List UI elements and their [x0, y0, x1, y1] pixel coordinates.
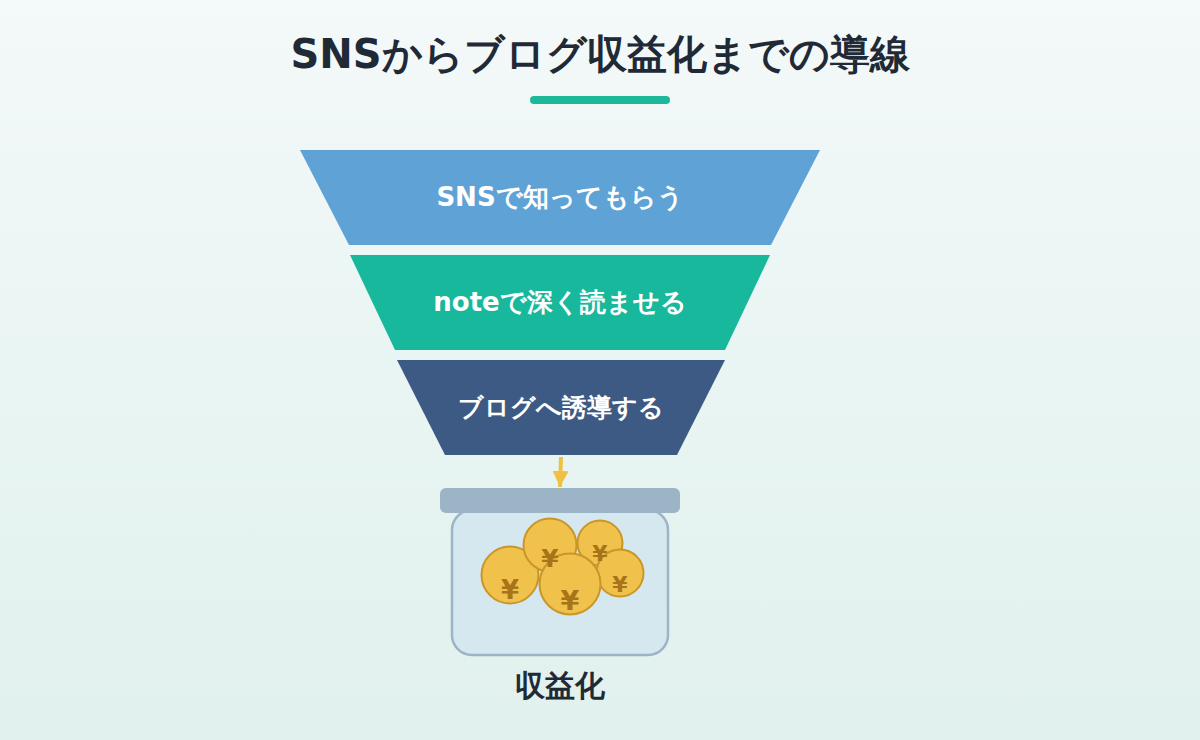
band-label: SNSで知ってもらう	[436, 180, 683, 215]
flow-arrow	[560, 457, 561, 487]
coin-symbol: ¥	[576, 543, 624, 565]
jar-lid	[440, 488, 680, 513]
coin: ¥	[576, 519, 624, 567]
band-shape	[350, 255, 770, 350]
band-label: noteで深く読ませる	[433, 285, 686, 320]
diagram-title: SNSからブログ収益化までの導線	[0, 30, 1200, 78]
band-shape	[300, 150, 820, 245]
band-shape	[397, 360, 725, 455]
coin-symbol: ¥	[595, 574, 645, 596]
band-label: ブログへ誘導する	[458, 391, 664, 425]
jar-body	[452, 510, 668, 655]
funnel-band: SNSで知ってもらう	[300, 150, 820, 245]
coin-symbol: ¥	[522, 546, 578, 571]
funnel-band: noteで深く読ませる	[350, 255, 770, 350]
title-underline	[530, 96, 670, 104]
coin-symbol: ¥	[480, 577, 540, 603]
funnel-band: ブログへ誘導する	[397, 360, 725, 455]
coin-jar: 収益化¥¥¥¥¥	[440, 488, 680, 706]
coin-symbol: ¥	[538, 587, 602, 614]
jar-label: 収益化	[440, 668, 680, 704]
coin: ¥	[522, 517, 578, 573]
